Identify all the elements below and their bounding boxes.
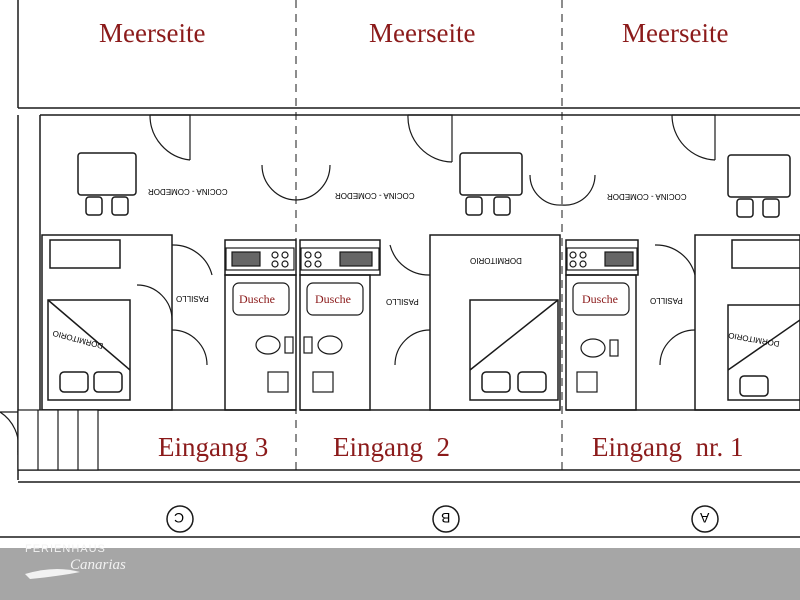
kitchen-label-unit-2: COCINA - COMEDOR [335,191,415,200]
grid-marker-c: C [174,510,185,526]
entrance-label-unit-3: Eingang 3 [158,432,269,462]
sea-label-unit-3: Meerseite [99,18,206,48]
bedroom-label-unit-2: DORMITORIO [470,256,522,265]
entrance-label-unit-2: Eingang 2 [333,432,450,462]
shower-label-unit-2: Dusche [315,292,351,306]
logo-line-2: Canarias [70,557,126,573]
kitchen-label-unit-1: COCINA - COMEDOR [607,192,687,201]
brand-logo: FERIENHAUS Canarias [25,543,145,583]
hallway-label-unit-1: PASILLO [650,296,683,305]
sea-label-unit-2: Meerseite [369,18,476,48]
grid-marker-a: A [700,510,710,526]
hallway-label-unit-2: PASILLO [386,297,419,306]
sea-label-unit-1: Meerseite [622,18,729,48]
shower-label-unit-3: Dusche [239,292,275,306]
logo-line-1: FERIENHAUS [25,543,106,555]
shower-label-unit-1: Dusche [582,292,618,306]
entrance-label-unit-1: Eingang nr. 1 [592,432,744,462]
kitchen-label-unit-3: COCINA - COMEDOR [148,187,228,196]
hallway-label-unit-3: PASILLO [176,294,209,303]
grid-marker-b: B [441,510,451,526]
